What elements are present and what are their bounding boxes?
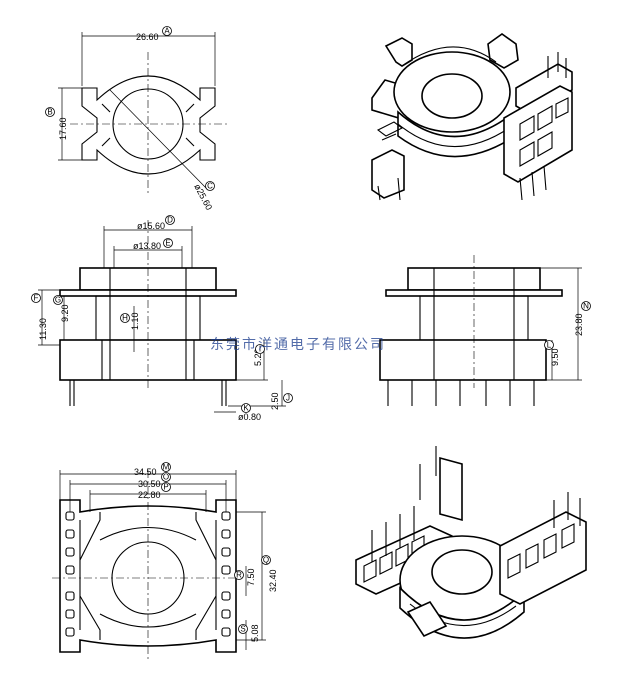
bottom-view: 34.50 M 30.50 O 22.80 P 32.40 Q 7.50 R 5… — [52, 462, 278, 660]
side-view: 23.80 N 9.50 L — [379, 255, 591, 406]
dim-a-value: 26.60 — [136, 32, 159, 42]
isometric-view-top — [371, 33, 573, 201]
dim-n-tag: N — [581, 301, 591, 311]
dim-k-tag: K — [241, 403, 251, 413]
svg-text:O: O — [163, 473, 169, 482]
svg-text:H: H — [122, 314, 128, 323]
dim-j-tag: J — [283, 393, 293, 403]
dim-c-tag: C — [205, 181, 215, 191]
svg-text:S: S — [240, 625, 245, 634]
svg-text:M: M — [163, 463, 170, 472]
dim-e-value: ø13.80 — [133, 241, 161, 251]
svg-text:N: N — [583, 302, 589, 311]
dim-o-tag: O — [161, 472, 171, 482]
dim-d-value: ø15.60 — [137, 221, 165, 231]
dim-i-value: 5.20 — [253, 348, 263, 366]
dim-q-value: 32.40 — [268, 569, 278, 592]
svg-text:J: J — [286, 394, 290, 403]
dim-n-value: 23.80 — [574, 313, 584, 336]
dim-r-tag: R — [234, 570, 244, 580]
dim-g-value: 9.20 — [60, 304, 70, 322]
svg-text:Q: Q — [263, 556, 269, 565]
dim-s-tag: S — [238, 624, 248, 634]
svg-text:K: K — [243, 404, 249, 413]
dim-j-value: 2.50 — [270, 392, 280, 410]
dim-o-value: 30.50 — [138, 479, 161, 489]
isometric-view-bottom — [355, 446, 587, 639]
svg-text:E: E — [165, 239, 170, 248]
dim-f-value: 11.30 — [38, 318, 48, 340]
svg-text:F: F — [34, 294, 39, 303]
svg-text:L: L — [547, 341, 552, 350]
dim-b-value: 17.60 — [58, 117, 68, 140]
dim-p-value: 22.80 — [138, 490, 161, 500]
dim-k-value: ø0.80 — [238, 412, 261, 422]
dim-f-tag: F — [31, 293, 41, 303]
dim-d-tag: D — [165, 215, 175, 225]
front-view: ø15.60 D ø13.80 E 11.30 F 9.20 G 1.10 H … — [31, 215, 293, 422]
dim-g-tag: G — [53, 295, 63, 305]
dim-i-tag: I — [255, 344, 265, 354]
svg-text:A: A — [164, 27, 170, 36]
dim-h-value: 1.10 — [130, 312, 140, 330]
svg-text:P: P — [163, 483, 168, 492]
dim-h-tag: H — [120, 313, 130, 323]
dim-l-tag: L — [544, 340, 554, 350]
svg-text:I: I — [259, 345, 261, 354]
dim-r-value: 7.50 — [246, 568, 256, 586]
top-view: 26.60 A 17.60 B ø25.60 C — [45, 26, 228, 212]
dim-l-value: 9.50 — [550, 348, 560, 366]
svg-text:G: G — [55, 296, 61, 305]
svg-text:D: D — [167, 216, 173, 225]
dim-e-tag: E — [163, 238, 173, 248]
company-watermark: 东莞市洋通电子有限公司 — [210, 336, 386, 353]
dim-m-value: 34.50 — [134, 467, 157, 477]
dim-b-tag: B — [45, 107, 55, 117]
svg-text:R: R — [236, 571, 242, 580]
svg-text:B: B — [47, 108, 52, 117]
dim-s-value: 5.08 — [250, 624, 260, 642]
svg-text:C: C — [207, 182, 213, 191]
dim-p-tag: P — [161, 482, 171, 492]
dim-m-tag: M — [161, 462, 171, 472]
top-view-outline — [81, 75, 216, 175]
dim-a-tag: A — [162, 26, 172, 36]
dim-q-tag: Q — [261, 555, 271, 565]
